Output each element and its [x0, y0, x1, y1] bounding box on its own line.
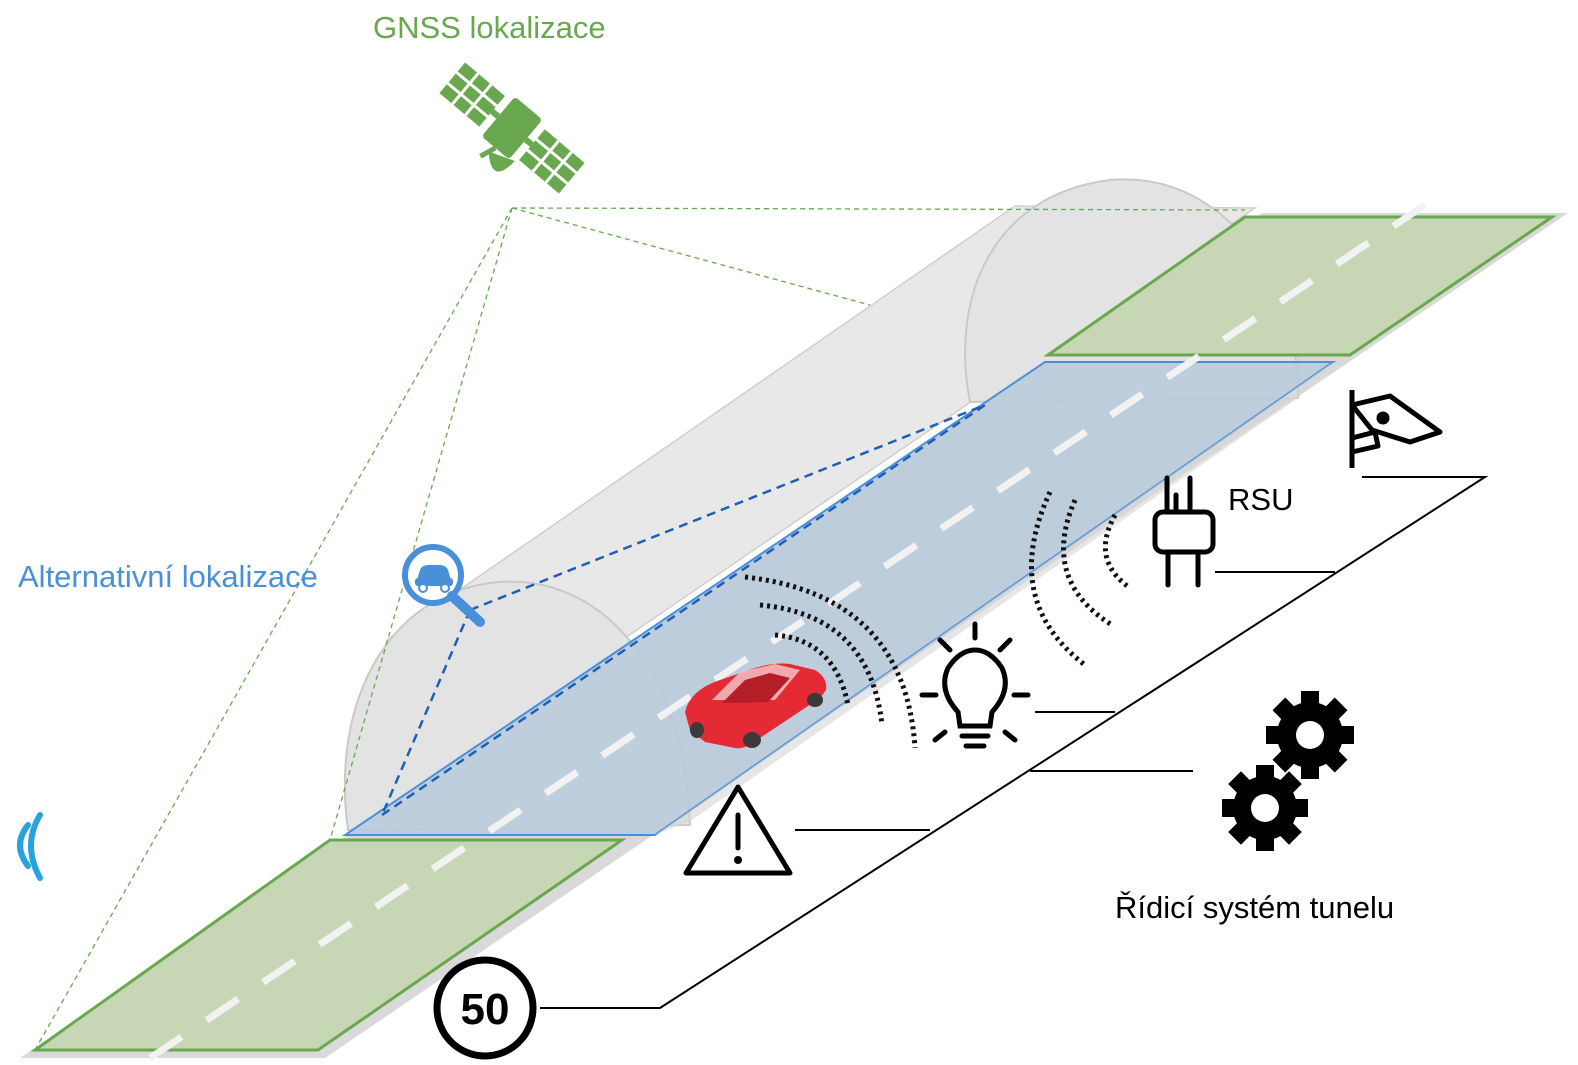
control-connection-lines: [540, 476, 1489, 1009]
alternative-rays: [380, 403, 986, 817]
alternative-label: Alternativní lokalizace: [18, 559, 318, 594]
warning-sign-icon: [683, 784, 793, 876]
magnifier-car-icon: [402, 544, 485, 627]
control-system-label: Řídicí systém tunelu: [1115, 890, 1395, 925]
speed-limit-value: 50: [461, 985, 510, 1034]
gnss-label: GNSS lokalizace: [373, 10, 606, 45]
car-signal-arcs: [744, 574, 918, 749]
speed-limit-sign-icon: 50: [433, 956, 537, 1060]
camera-icon: [1349, 390, 1443, 468]
tunnel-side-wall: [655, 362, 1333, 835]
gears-icon: [1222, 691, 1354, 851]
near-portal-zone: [30, 838, 627, 1052]
satellite-icon: [439, 62, 585, 194]
rsu-label: RSU: [1228, 482, 1294, 517]
car: [685, 663, 827, 749]
wireless-signal-icon: [17, 812, 43, 881]
rsu-signal-arcs: [1029, 490, 1132, 667]
tunnel: [343, 178, 1300, 832]
rsu-antenna-icon: [1152, 475, 1216, 588]
center-line: [148, 202, 1427, 1061]
gnss-rays: [34, 207, 1246, 1051]
light-bulb-icon: [919, 621, 1031, 749]
